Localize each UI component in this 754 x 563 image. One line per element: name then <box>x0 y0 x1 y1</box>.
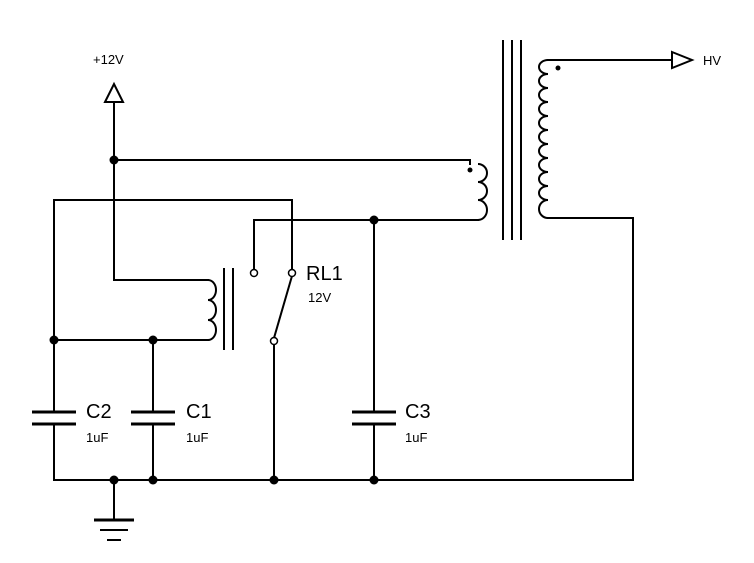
transformer-secondary <box>538 59 561 219</box>
relay-coil <box>207 268 234 350</box>
relay-ref: RL1 <box>306 263 343 285</box>
c1-value: 1uF <box>186 430 208 445</box>
junction-nodes <box>49 155 379 485</box>
ground-symbol <box>94 479 134 541</box>
c2-loop-wire <box>53 199 293 341</box>
transformer-primary <box>467 163 488 221</box>
relay-value: 12V <box>308 290 331 305</box>
output-label: HV <box>703 53 721 68</box>
relay-coil-feed-wire <box>113 159 209 281</box>
relay-contacts <box>249 219 375 481</box>
capacitor-c1 <box>131 339 175 481</box>
c2-value: 1uF <box>86 430 108 445</box>
hv-output-terminal <box>547 50 695 70</box>
primary-feed-wire <box>113 159 471 165</box>
c2-ref: C2 <box>86 401 112 423</box>
capacitor-c2 <box>32 339 76 481</box>
supply-label: +12V <box>93 52 124 67</box>
supply-terminal <box>103 81 125 161</box>
secondary-return-wire <box>547 217 634 481</box>
c1-ref: C1 <box>186 401 212 423</box>
c3-ref: C3 <box>405 401 431 423</box>
capacitor-c3 <box>352 219 396 481</box>
c3-value: 1uF <box>405 430 427 445</box>
transformer-core <box>502 40 522 240</box>
